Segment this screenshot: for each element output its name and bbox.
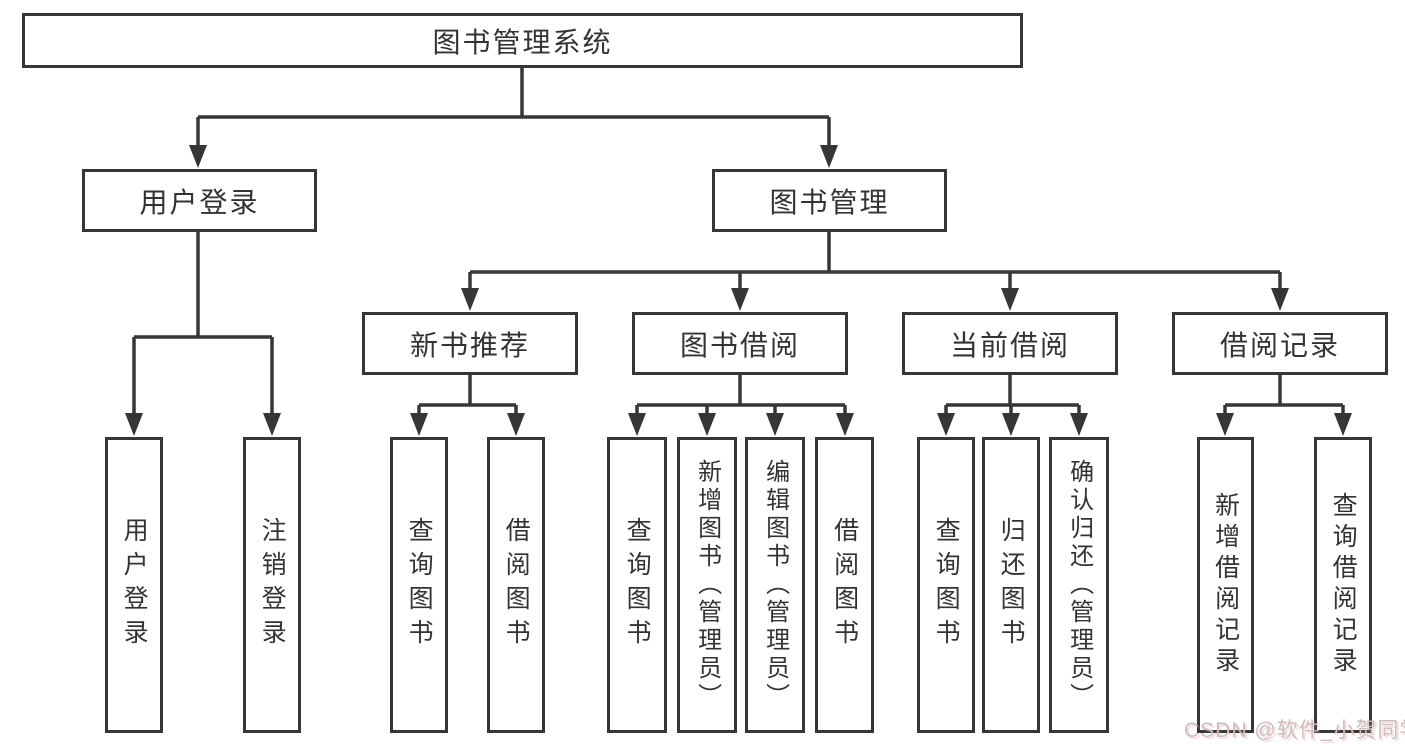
leaf-records-add-label: 新增借阅记录 bbox=[1211, 492, 1240, 678]
node-new-book-recommend: 新书推荐 bbox=[362, 312, 578, 375]
node-user-login: 用户登录 bbox=[82, 169, 317, 232]
node-book-borrow-label: 图书借阅 bbox=[679, 329, 800, 361]
leaf-current-confirm-return-label: 确认归还（管理员） bbox=[1065, 459, 1093, 711]
leaf-records-query-label: 查询借阅记录 bbox=[1329, 492, 1358, 678]
arrowhead-icons bbox=[125, 145, 1352, 436]
leaf-borrow-add-book-label: 新增图书（管理员） bbox=[693, 459, 721, 711]
leaf-current-query: 查询图书 bbox=[917, 437, 975, 733]
leaf-user-login: 用户登录 bbox=[105, 437, 163, 733]
leaf-user-login-label: 用户登录 bbox=[120, 517, 149, 653]
leaf-logout-label: 注销登录 bbox=[258, 517, 287, 653]
leaf-newbook-query-label: 查询图书 bbox=[405, 517, 434, 653]
leaf-newbook-borrow-label: 借阅图书 bbox=[502, 517, 531, 653]
node-current-borrow-label: 当前借阅 bbox=[949, 329, 1070, 361]
node-book-management: 图书管理 bbox=[712, 169, 947, 232]
leaf-current-query-label: 查询图书 bbox=[932, 517, 961, 653]
node-root: 图书管理系统 bbox=[22, 13, 1023, 68]
leaf-borrow-query-label: 查询图书 bbox=[623, 517, 652, 653]
node-book-management-label: 图书管理 bbox=[769, 186, 890, 218]
node-current-borrow: 当前借阅 bbox=[902, 312, 1118, 375]
csdn-watermark: CSDN @软件_小贺同学 bbox=[1184, 719, 1405, 742]
leaf-borrow-edit-book: 编辑图书（管理员） bbox=[745, 437, 805, 733]
leaf-newbook-borrow: 借阅图书 bbox=[487, 437, 545, 733]
leaf-records-add: 新增借阅记录 bbox=[1197, 437, 1254, 733]
leaf-current-confirm-return: 确认归还（管理员） bbox=[1049, 437, 1109, 733]
leaf-records-query: 查询借阅记录 bbox=[1314, 437, 1372, 733]
node-root-label: 图书管理系统 bbox=[432, 26, 613, 58]
leaf-borrow-query: 查询图书 bbox=[607, 437, 667, 733]
leaf-borrow-borrow-book: 借阅图书 bbox=[815, 437, 874, 733]
leaf-logout: 注销登录 bbox=[243, 437, 301, 733]
node-book-borrow: 图书借阅 bbox=[632, 312, 848, 375]
leaf-borrow-edit-book-label: 编辑图书（管理员） bbox=[761, 459, 789, 711]
leaf-current-return: 归还图书 bbox=[982, 437, 1040, 733]
node-borrow-records-label: 借阅记录 bbox=[1219, 329, 1340, 361]
node-user-login-label: 用户登录 bbox=[139, 186, 260, 218]
node-borrow-records: 借阅记录 bbox=[1172, 312, 1388, 375]
leaf-borrow-borrow-book-label: 借阅图书 bbox=[830, 517, 859, 653]
leaf-current-return-label: 归还图书 bbox=[997, 517, 1026, 653]
leaf-newbook-query: 查询图书 bbox=[390, 437, 448, 733]
node-new-book-recommend-label: 新书推荐 bbox=[409, 329, 530, 361]
leaf-borrow-add-book: 新增图书（管理员） bbox=[677, 437, 737, 733]
